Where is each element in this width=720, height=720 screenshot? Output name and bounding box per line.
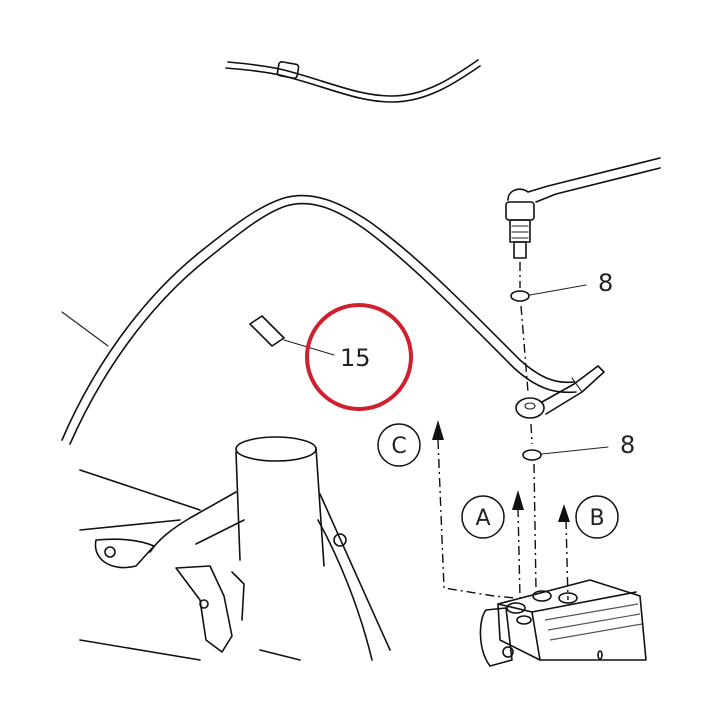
banjo-fitting bbox=[515, 365, 605, 419]
callout-8-lower: 8 bbox=[620, 431, 635, 459]
lower-washer bbox=[522, 449, 542, 461]
upper-washer bbox=[510, 290, 530, 302]
abs-unit bbox=[479, 579, 647, 667]
bleed-hose bbox=[505, 157, 661, 259]
bubble-c: C bbox=[377, 423, 421, 467]
svg-text:A: A bbox=[475, 506, 490, 531]
bubble-b: B bbox=[575, 495, 619, 539]
brake-pipe bbox=[61, 194, 577, 445]
tag-part bbox=[249, 315, 285, 347]
callout-15: 15 bbox=[340, 344, 371, 372]
frame bbox=[79, 436, 391, 661]
flow-arrows bbox=[432, 420, 570, 601]
upper-cable bbox=[225, 59, 481, 103]
svg-text:B: B bbox=[589, 506, 604, 531]
svg-text:C: C bbox=[391, 434, 406, 459]
bubble-a: A bbox=[461, 495, 505, 539]
callout-8-upper: 8 bbox=[598, 269, 613, 297]
highlight-ring bbox=[305, 303, 413, 411]
